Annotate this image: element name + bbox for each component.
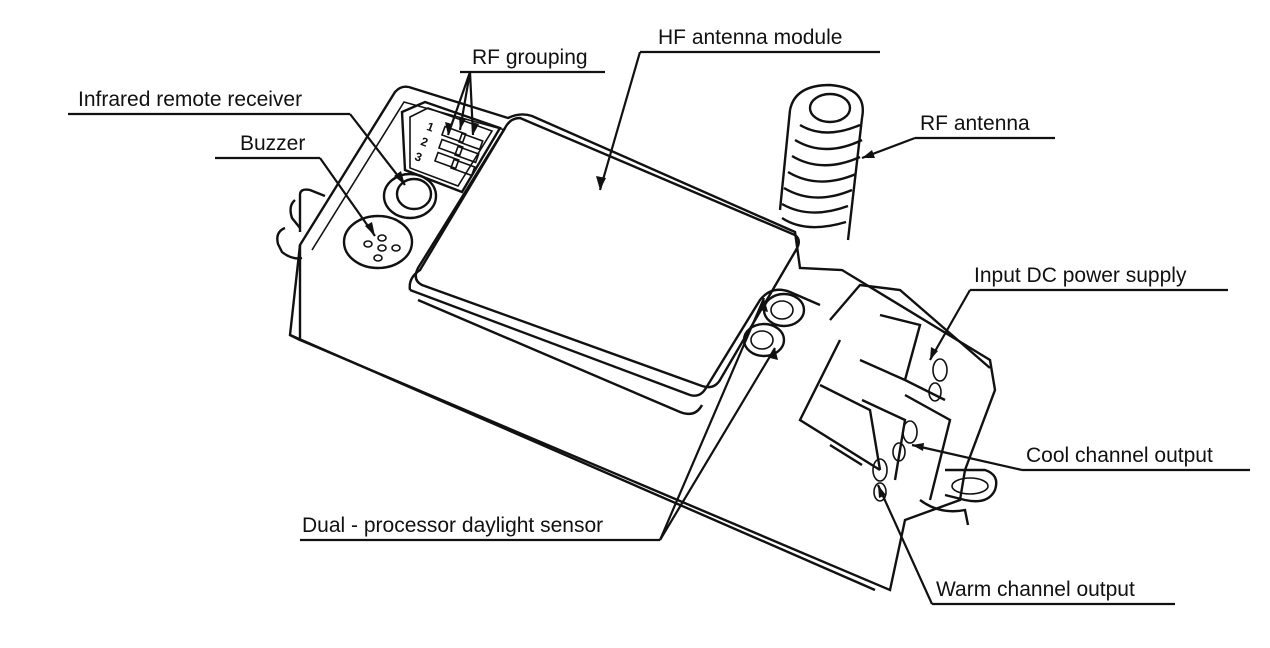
label-warm-channel-output: Warm channel output bbox=[936, 578, 1135, 601]
arrow-heads bbox=[365, 117, 938, 498]
dip-switch bbox=[400, 100, 502, 194]
leader-lines bbox=[68, 50, 1250, 606]
hf-antenna-module-cover bbox=[414, 116, 800, 389]
label-infrared-remote-receiver: Infrared remote receiver bbox=[78, 88, 303, 111]
buzzer bbox=[342, 214, 414, 270]
label-cool-channel-output: Cool channel output bbox=[1026, 444, 1213, 467]
label-hf-antenna-module: HF antenna module bbox=[658, 26, 843, 49]
label-input-dc-power-supply: Input DC power supply bbox=[974, 264, 1187, 287]
terminal-block bbox=[798, 283, 998, 526]
label-buzzer: Buzzer bbox=[240, 132, 306, 155]
label-rf-antenna: RF antenna bbox=[920, 112, 1030, 135]
daylight-sensors bbox=[742, 292, 806, 358]
label-dual-processor-daylight-sensor: Dual - processor daylight sensor bbox=[302, 514, 604, 537]
label-rf-grouping: RF grouping bbox=[472, 46, 588, 69]
infrared-receiver bbox=[382, 172, 438, 220]
rf-antenna-coil bbox=[778, 83, 865, 241]
